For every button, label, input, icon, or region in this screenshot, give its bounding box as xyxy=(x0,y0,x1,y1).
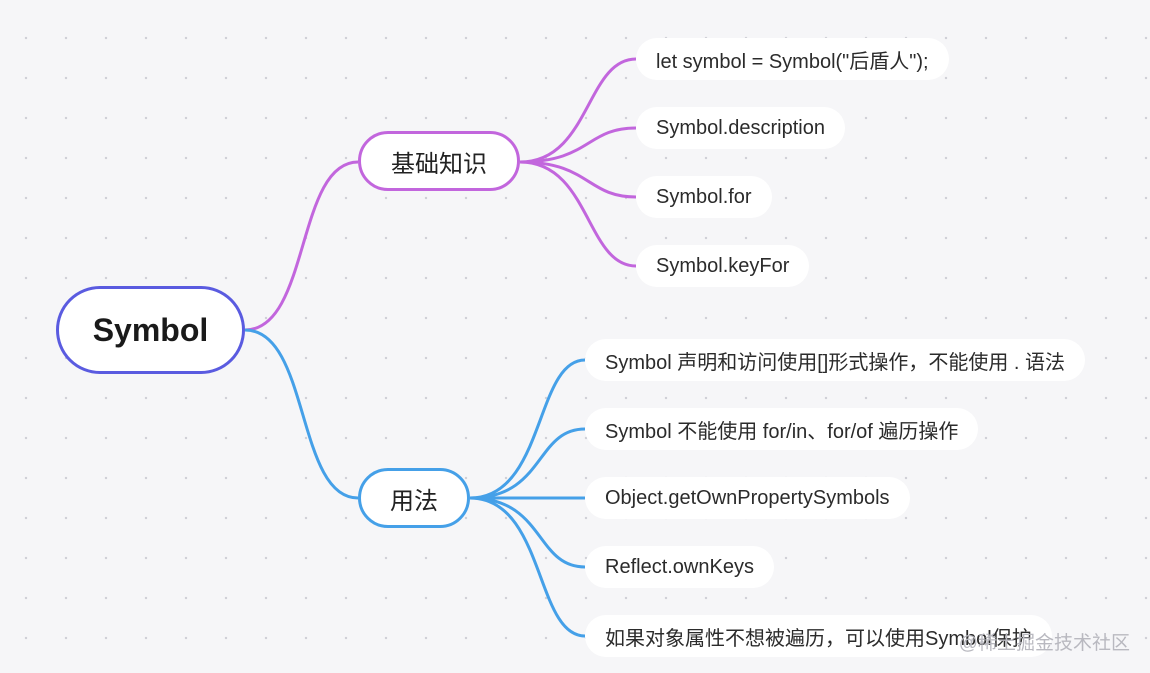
connector-root-to-basics xyxy=(244,160,359,332)
leaf-node-usage-4[interactable]: Reflect.ownKeys xyxy=(585,546,774,588)
connector-basics-leaf-2 xyxy=(519,126,637,164)
connector-root-to-usage xyxy=(244,328,359,500)
leaf-node-usage-2[interactable]: Symbol 不能使用 for/in、for/of 遍历操作 xyxy=(585,408,979,450)
connector-basics-leaf-1 xyxy=(519,57,637,164)
connector-usage-leaf-4 xyxy=(469,496,586,569)
branch-node-usage[interactable]: 用法 xyxy=(358,468,470,528)
root-node-symbol[interactable]: Symbol xyxy=(56,286,245,374)
connector-usage-leaf-5 xyxy=(469,496,586,638)
connector-basics-leaf-3 xyxy=(519,160,637,199)
leaf-node-usage-1[interactable]: Symbol 声明和访问使用[]形式操作，不能使用 . 语法 xyxy=(585,339,1086,381)
leaf-node-basics-1[interactable]: let symbol = Symbol("后盾人"); xyxy=(636,38,949,80)
leaf-node-usage-5[interactable]: 如果对象属性不想被遍历，可以使用Symbol保护 xyxy=(585,615,1052,657)
branch-node-basics[interactable]: 基础知识 xyxy=(358,131,520,191)
connector-basics-leaf-4 xyxy=(519,160,637,268)
leaf-node-usage-3[interactable]: Object.getOwnPropertySymbols xyxy=(585,477,910,519)
watermark-text: @稀土掘金技术社区 xyxy=(958,633,1130,654)
leaf-node-basics-3[interactable]: Symbol.for xyxy=(636,176,772,218)
leaf-node-basics-2[interactable]: Symbol.description xyxy=(636,107,845,149)
leaf-node-basics-4[interactable]: Symbol.keyFor xyxy=(636,245,810,287)
connector-usage-leaf-2 xyxy=(469,427,586,500)
connector-usage-leaf-1 xyxy=(469,358,586,500)
